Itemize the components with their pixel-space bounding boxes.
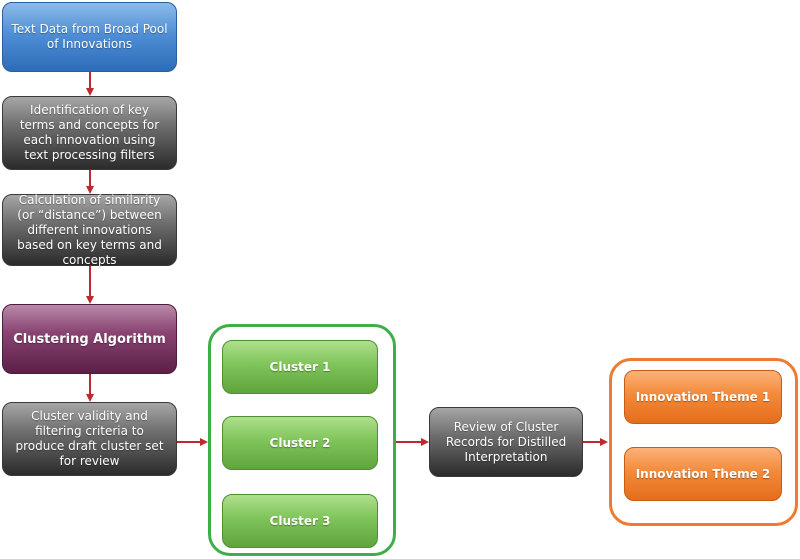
cluster-2: Cluster 2 [222,416,378,470]
cluster-1-label: Cluster 1 [269,359,331,374]
cluster-3-label: Cluster 3 [269,513,331,528]
step-similarity: Calculation of similarity (or “distance”… [2,192,177,267]
step-source: Text Data from Broad Pool of Innovations [2,2,177,72]
innovation-theme-2: Innovation Theme 2 [624,447,782,501]
cluster-1: Cluster 1 [222,340,378,394]
step-similarity-label: Calculation of similarity (or “distance”… [17,192,162,267]
step-review: Review of Cluster Records for Distilled … [429,407,583,477]
cluster-3: Cluster 3 [222,494,378,548]
step-key-terms: Identification of key terms and concepts… [2,96,177,170]
step-clustering-algorithm-label: Clustering Algorithm [13,331,166,347]
innovation-theme-1-label: Innovation Theme 1 [635,389,771,404]
innovation-theme-1: Innovation Theme 1 [624,370,782,424]
step-cluster-validity-label: Cluster validity and filtering criteria … [15,409,164,468]
step-clustering-algorithm: Clustering Algorithm [2,304,177,374]
step-key-terms-label: Identification of key terms and concepts… [19,103,160,162]
step-cluster-validity: Cluster validity and filtering criteria … [2,402,177,476]
innovation-theme-2-label: Innovation Theme 2 [635,466,771,481]
step-review-label: Review of Cluster Records for Distilled … [445,419,567,464]
cluster-2-label: Cluster 2 [269,435,331,450]
step-source-label: Text Data from Broad Pool of Innovations [11,22,168,51]
